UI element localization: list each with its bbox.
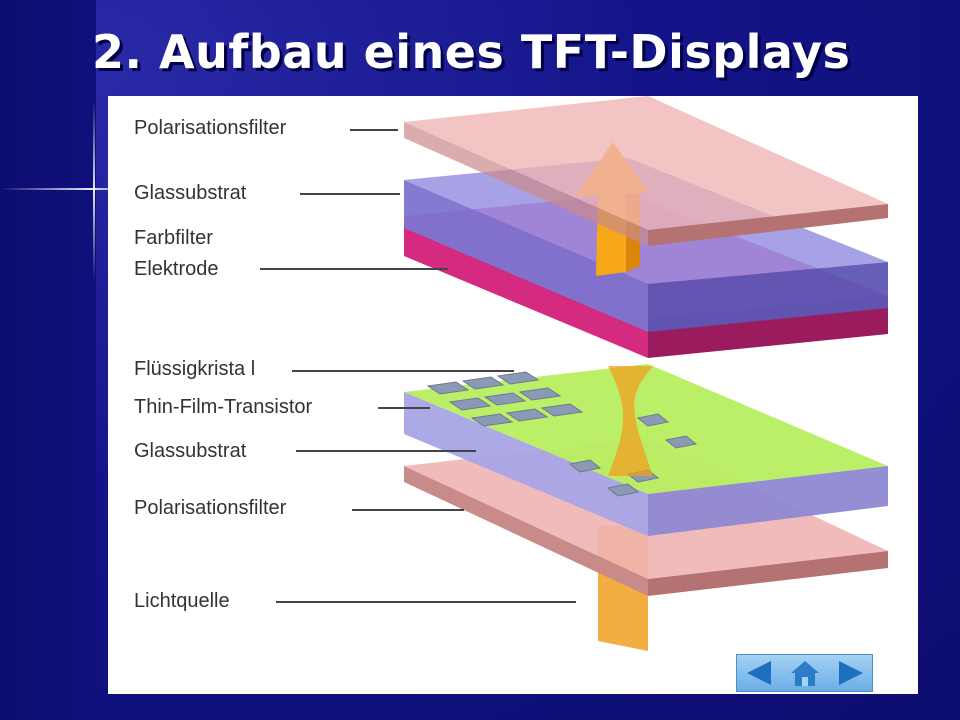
triangle-right-icon [839,661,863,685]
slide-navigation [736,654,873,692]
sparkle-horizontal [0,188,150,190]
label-color-filter: Farbfilter [134,227,213,249]
sparkle-vertical [93,100,95,280]
leader-lines [260,129,576,603]
thin-film-transistors [426,371,698,497]
label-polarizer-top: Polarisationsfilter [134,117,287,139]
prev-slide-button[interactable] [741,658,781,688]
layer-polarizer-top [404,96,888,246]
slide-title: 2. Aufbau eines TFT-Displays [92,25,851,79]
triangle-left-icon [747,661,771,685]
house-icon [791,661,819,686]
diagram-panel: Polarisationsfilter Glassubstrat Farbfil… [108,96,918,694]
label-glass-bottom: Glassubstrat [134,440,247,462]
layer-tft-glass [404,364,888,536]
label-liquid-crystal: Flüssigkrista l [134,358,256,380]
home-button[interactable] [785,658,825,688]
label-polarizer-bottom: Polarisationsfilter [134,497,287,519]
next-slide-button[interactable] [829,658,869,688]
left-strip [0,0,96,720]
label-electrode: Elektrode [134,258,219,280]
liquid-crystal-twist [608,366,653,476]
label-light-source: Lichtquelle [134,590,230,612]
label-glass-top: Glassubstrat [134,182,247,204]
tft-layer-diagram [260,96,888,651]
label-thin-film-transistor: Thin-Film-Transistor [134,396,313,418]
